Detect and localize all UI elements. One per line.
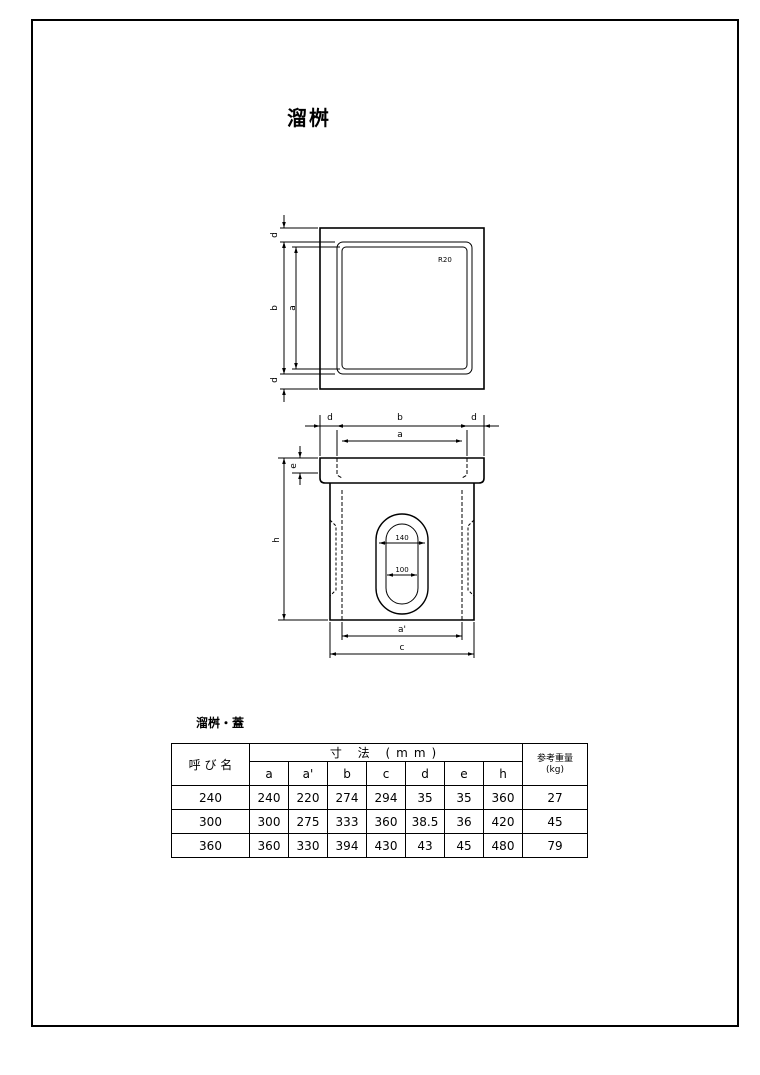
- col-header-a-prime: a': [288, 761, 328, 786]
- col-header-c: c: [366, 761, 406, 786]
- col-header-b: b: [327, 761, 367, 786]
- elevation-body: [329, 483, 475, 621]
- cell-c: 294: [366, 785, 406, 810]
- elevation-dimension-labels: d b d a e h 140 100 a' c: [272, 413, 477, 653]
- col-header-a: a: [249, 761, 289, 786]
- cell-b: 394: [327, 833, 367, 858]
- cell-name: 360: [171, 833, 250, 858]
- cell-e: 45: [444, 833, 484, 858]
- name-header: 呼 び 名: [171, 743, 250, 786]
- elev-label-d-right: d: [471, 413, 477, 423]
- elevation-view: [278, 415, 499, 658]
- col-header-e: e: [444, 761, 484, 786]
- elev-label-a: a: [397, 430, 403, 440]
- hole-label-inner: 100: [395, 566, 408, 574]
- weight-header: 参考重量 (kg): [522, 743, 588, 786]
- table-caption: 溜桝・蓋: [196, 716, 245, 730]
- cell-a: 360: [249, 833, 289, 858]
- cell-name: 240: [171, 785, 250, 810]
- cell-d: 38.5: [405, 809, 445, 834]
- cell-weight: 45: [522, 809, 588, 834]
- cell-e: 35: [444, 785, 484, 810]
- table-row: 300 300 275 333 360 38.5 36 420 45: [171, 809, 588, 834]
- elevation-flange: [319, 457, 485, 484]
- plan-label-radius: R20: [438, 256, 452, 264]
- weight-header-line1: 参考重量: [536, 753, 573, 764]
- cell-h: 360: [483, 785, 523, 810]
- spec-table: 呼 び 名 寸 法 (mm) 参考重量 (kg) a a' b c d e h …: [171, 743, 588, 858]
- plan-label-a: a: [288, 305, 298, 311]
- elev-label-h: h: [272, 537, 282, 543]
- hole-inner: [385, 523, 419, 605]
- cell-a: 300: [249, 809, 289, 834]
- elev-label-c: c: [400, 643, 405, 653]
- plan-inner-outline: [336, 241, 473, 375]
- cell-c: 360: [366, 809, 406, 834]
- cell-e: 36: [444, 809, 484, 834]
- elev-label-e: e: [289, 463, 299, 469]
- plan-view: [280, 215, 485, 402]
- dim-header: 寸 法 (mm): [249, 743, 523, 762]
- cell-a: 240: [249, 785, 289, 810]
- technical-drawing: d b a d R20: [270, 215, 499, 658]
- weight-header-line2: (kg): [546, 764, 564, 775]
- cell-weight: 27: [522, 785, 588, 810]
- cell-a-prime: 330: [288, 833, 328, 858]
- cell-d: 35: [405, 785, 445, 810]
- cell-h: 420: [483, 809, 523, 834]
- plan-label-d-top: d: [270, 232, 280, 238]
- plan-dimension-labels: d b a d R20: [270, 232, 452, 383]
- cell-weight: 79: [522, 833, 588, 858]
- col-header-h: h: [483, 761, 523, 786]
- cell-b: 274: [327, 785, 367, 810]
- page-title: 溜桝: [287, 106, 331, 130]
- plan-seat-outline: [341, 246, 468, 370]
- cell-name: 300: [171, 809, 250, 834]
- hole-label-outer: 140: [395, 534, 408, 542]
- plan-outer-outline: [319, 227, 485, 390]
- cell-a-prime: 275: [288, 809, 328, 834]
- elev-label-d-left: d: [327, 413, 333, 423]
- table-row: 240 240 220 274 294 35 35 360 27: [171, 785, 588, 810]
- elev-label-a-prime: a': [398, 625, 406, 635]
- cell-c: 430: [366, 833, 406, 858]
- hole-outer: [375, 513, 429, 615]
- cell-b: 333: [327, 809, 367, 834]
- col-header-d: d: [405, 761, 445, 786]
- plan-label-d-bottom: d: [270, 377, 280, 383]
- cell-d: 43: [405, 833, 445, 858]
- drawing-frame: [31, 19, 739, 1027]
- cell-a-prime: 220: [288, 785, 328, 810]
- cell-h: 480: [483, 833, 523, 858]
- plan-label-b: b: [270, 305, 280, 311]
- elev-label-b: b: [397, 413, 403, 423]
- table-row: 360 360 330 394 430 43 45 480 79: [171, 833, 588, 858]
